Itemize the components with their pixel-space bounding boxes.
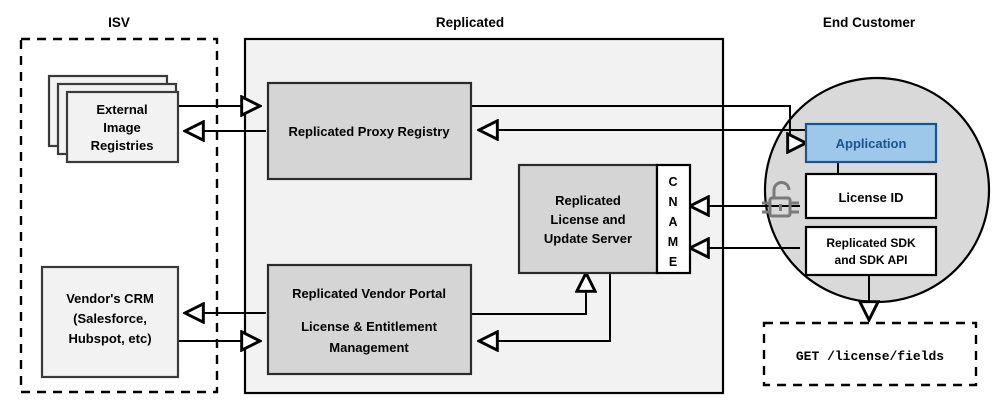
license-update-server-label-line-3: Update Server: [544, 231, 632, 246]
vendors-crm-label-line-1: Vendor's CRM: [66, 291, 154, 306]
application-box[interactable]: [804, 122, 938, 164]
vendors-crm[interactable]: [40, 265, 180, 379]
api-request-label: GET /license/fields: [796, 349, 944, 364]
cname-letter-c: C: [668, 175, 677, 189]
vendors-crm-label-line-2: (Salesforce,: [73, 311, 147, 326]
replicated-vendor-portal[interactable]: [266, 263, 473, 376]
replicated-proxy-registry-label: Replicated Proxy Registry: [288, 124, 450, 139]
license-entitlement-management-label-line-1: License & Entitlement: [301, 319, 437, 334]
vendors-crm-label-line-3: Hubspot, etc): [68, 331, 151, 346]
edge-license-server-to-vendor-portal: [479, 273, 611, 341]
cname-letter-n: N: [668, 195, 677, 209]
edge-proxy-to-application: [471, 105, 806, 143]
replicated-zone-title: Replicated: [436, 15, 504, 30]
external-image-registries[interactable]: [65, 90, 180, 164]
license-update-server-label-line-1: Replicated: [555, 193, 621, 208]
external-image-registries-label-line-2: Image: [103, 120, 141, 135]
edge-vendor-portal-to-license-server: [471, 273, 586, 315]
external-image-registries-label-line-3: Registries: [91, 138, 154, 153]
isv-zone-title: ISV: [108, 15, 130, 30]
unlocked-padlock-icon: [762, 181, 799, 218]
cname-box[interactable]: [655, 163, 692, 275]
isv-zone-frame: [19, 37, 219, 394]
cname-letter-e: E: [669, 255, 677, 269]
cname-letter-a: A: [668, 215, 677, 229]
replicated-sdk-box[interactable]: [804, 225, 938, 277]
replicated-sdk-label-line-1: Replicated SDK: [826, 236, 916, 250]
license-id-label: License ID: [838, 190, 903, 205]
replicated-sdk-label-line-2: and SDK API: [835, 253, 908, 267]
license-entitlement-management-label-line-2: Management: [329, 340, 409, 355]
api-request-box[interactable]: [762, 321, 978, 387]
license-id-box[interactable]: [804, 172, 938, 220]
end-customer-zone-title: End Customer: [823, 15, 916, 30]
external-image-registries-label-line-1: External: [96, 102, 147, 117]
replicated-license-update-server[interactable]: [517, 163, 659, 275]
replicated-proxy-registry[interactable]: [266, 81, 473, 181]
license-update-server-label-line-2: License and: [550, 212, 625, 227]
cname-letter-m: M: [668, 235, 678, 249]
replicated-vendor-portal-label: Replicated Vendor Portal: [292, 286, 446, 301]
application-label: Application: [836, 136, 907, 151]
